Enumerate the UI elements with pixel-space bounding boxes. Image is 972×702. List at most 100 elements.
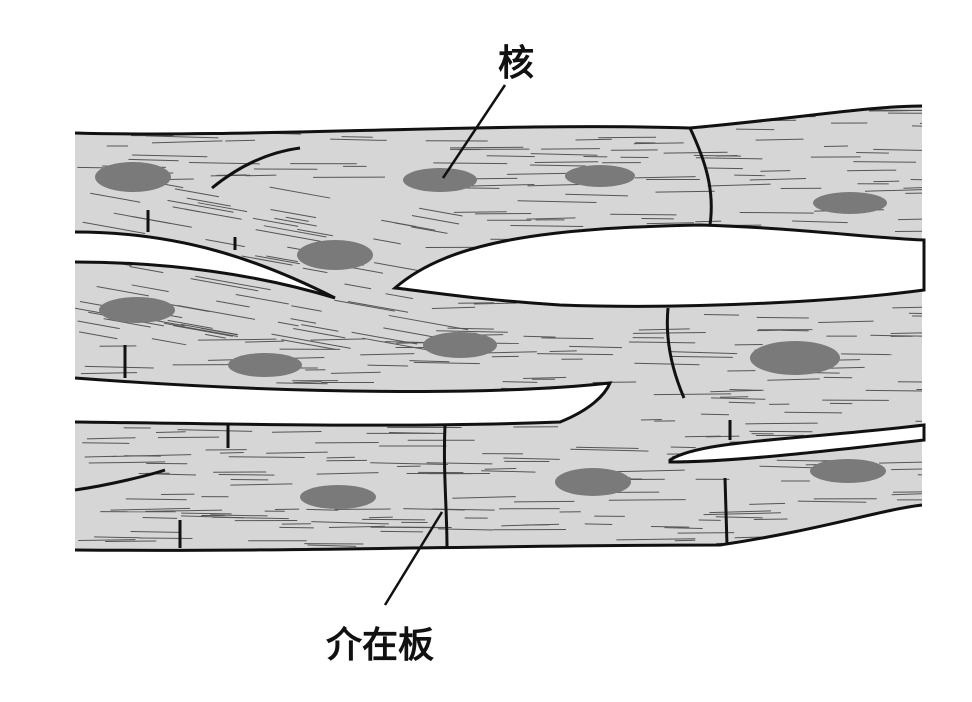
striation-line <box>709 510 772 514</box>
intercalated-disc <box>442 424 449 549</box>
striation-line <box>715 516 763 519</box>
striation-line <box>188 115 254 118</box>
striation-line <box>277 321 299 327</box>
nucleus-leader-line <box>441 84 507 179</box>
striation-line <box>426 462 493 465</box>
striation-line <box>303 109 334 112</box>
striation-line <box>756 329 781 332</box>
striation-line <box>570 448 649 452</box>
striation-line <box>413 361 480 365</box>
striation-line <box>905 192 922 194</box>
striation-line <box>306 508 339 511</box>
striation-line <box>88 461 166 464</box>
striation-line <box>274 217 317 227</box>
striation-line <box>792 220 848 224</box>
striation-line <box>174 188 219 198</box>
striation-line <box>695 220 722 223</box>
striation-line <box>608 499 686 501</box>
striation-line <box>228 456 305 458</box>
striation-line <box>172 324 233 337</box>
striation-line <box>249 111 311 114</box>
striation-line <box>86 437 136 440</box>
striation-line <box>865 389 922 392</box>
striation-line <box>756 316 809 319</box>
striation-line <box>897 381 922 383</box>
striation-line <box>184 208 242 220</box>
striation-line <box>225 139 256 142</box>
striation-line <box>728 401 756 404</box>
striation-line <box>749 502 786 505</box>
striation-line <box>230 483 293 486</box>
striation-line <box>779 541 846 544</box>
striation-line <box>853 161 916 163</box>
striation-line <box>523 335 556 338</box>
striation-line <box>255 255 300 265</box>
striation-line <box>767 378 820 381</box>
striation-line <box>684 435 721 438</box>
striation-line <box>360 353 415 356</box>
striation-line <box>610 213 677 216</box>
striation-line <box>616 538 696 541</box>
striation-line <box>503 457 560 460</box>
striation-line <box>190 278 259 292</box>
striation-line <box>530 153 598 156</box>
striation-line <box>527 183 579 187</box>
striation-line <box>151 338 187 346</box>
nucleus <box>750 341 840 375</box>
striation-line <box>514 500 575 503</box>
striation-line <box>585 109 617 112</box>
striation-line <box>530 164 586 167</box>
striation-line <box>276 382 328 385</box>
striation-line <box>495 122 550 125</box>
striation-line <box>857 530 920 533</box>
striation-line <box>183 114 252 117</box>
striation-line <box>152 140 223 144</box>
striation-line <box>450 146 524 149</box>
striation-line <box>729 388 761 391</box>
striation-line <box>90 192 141 203</box>
striation-line <box>635 176 696 179</box>
gap-left-upper-edge <box>74 230 336 300</box>
striation-line <box>576 446 639 449</box>
striation-line <box>784 411 843 414</box>
striation-line <box>481 470 536 473</box>
nucleus <box>297 240 373 270</box>
striation-line <box>78 539 136 542</box>
striation-line <box>650 525 690 528</box>
striation-line <box>270 208 317 219</box>
nucleus <box>810 459 886 483</box>
striation-line <box>502 381 538 383</box>
nucleus <box>813 192 887 214</box>
striation-line <box>501 523 560 527</box>
striation-line <box>316 472 379 475</box>
striation-line <box>797 500 867 503</box>
striation-line <box>167 319 213 329</box>
striation-line <box>453 211 507 213</box>
striation-line <box>780 329 809 332</box>
striation-line <box>370 117 407 120</box>
striation-line <box>419 207 463 217</box>
striation-line <box>86 122 133 125</box>
striation-line <box>411 226 448 234</box>
striation-line <box>575 138 612 141</box>
striation-line <box>96 286 149 297</box>
gap-right-lower <box>668 423 926 464</box>
striation-line <box>197 338 277 341</box>
striation-line <box>873 148 922 152</box>
fiber-top-edge <box>74 104 923 136</box>
striation-line <box>285 216 309 222</box>
gap-left-lower <box>73 378 610 426</box>
nuclei <box>95 162 887 509</box>
striation-line <box>670 355 733 358</box>
striation-line <box>653 393 732 396</box>
striation-line <box>362 518 426 521</box>
striation-line <box>847 169 897 172</box>
striation-line <box>94 536 140 539</box>
nucleus <box>300 485 376 509</box>
striation-line <box>433 162 508 165</box>
striation-line <box>80 372 138 375</box>
striation-line <box>245 340 285 343</box>
striation-line <box>541 337 594 340</box>
striation-line <box>646 222 695 225</box>
striation-line <box>145 135 219 139</box>
